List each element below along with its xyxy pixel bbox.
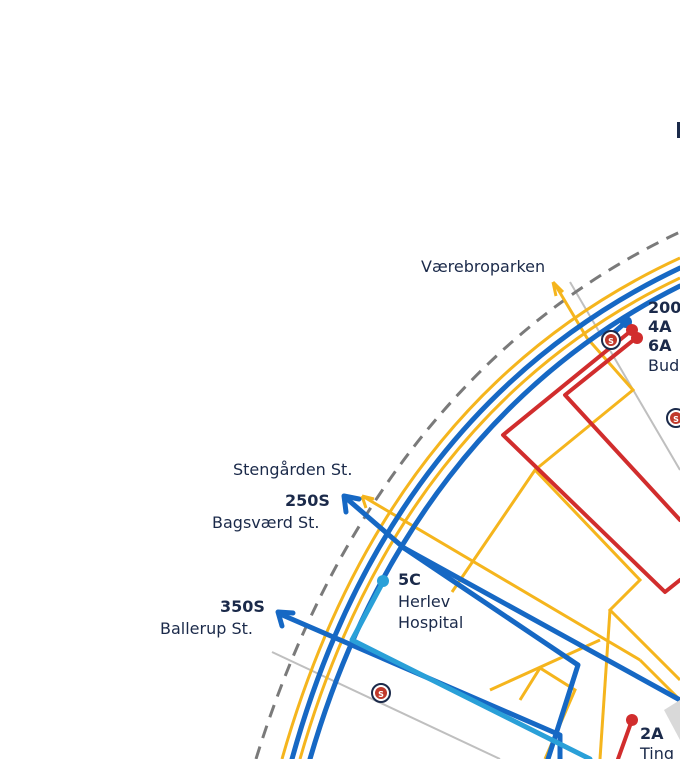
grey-road-1 [569,281,680,471]
label-route-5c[interactable]: 5C [398,570,421,589]
label-ting[interactable]: Ting [640,744,675,759]
red-route-6a [563,336,680,522]
label-route-350s[interactable]: 350S [220,597,265,616]
svg-text:S: S [673,415,679,424]
label-route-2a[interactable]: 2A [640,724,664,743]
yellow-arrow-vaerebroparken [551,280,565,297]
cyan-route-5c-line [349,579,593,759]
label-herlev[interactable]: Herlev [398,592,451,611]
yellow-inner-c [598,609,612,759]
blue-ring-outer [289,265,680,759]
yellow-ring-outer [280,256,680,759]
area-fragment [664,700,680,740]
yellow-inner-a [450,467,680,682]
blue-arrow-250s [341,493,362,515]
red-route-2a [616,718,634,759]
blue-route-350s [277,611,563,759]
label-stengarden[interactable]: Stengården St. [233,460,353,479]
dot-6a [631,332,643,344]
label-route-200[interactable]: 200 [648,298,680,317]
yellow-ring-inner [298,276,680,759]
blue-route-250s [343,495,581,759]
label-bud[interactable]: Bud [648,356,680,375]
label-vaerebroparken[interactable]: Værebroparken [421,257,546,276]
dot-2a [626,714,638,726]
red-routes [501,328,680,759]
svg-text:S: S [378,690,384,699]
edge-mark [677,122,680,138]
svg-text:S: S [608,337,614,346]
blue-routes [275,265,680,759]
yellow-inner-d [638,658,680,702]
red-route-4a [501,328,680,594]
label-route-4a[interactable]: 4A [648,317,672,336]
s-train-icon[interactable]: S [601,330,621,350]
label-hospital[interactable]: Hospital [398,613,464,632]
s-train-icon[interactable]: S [371,683,391,703]
dot-5c [377,575,389,587]
blue-arrow-350s [275,609,296,629]
cyan-route-5c [349,579,593,759]
yellow-branch-stengarden [363,495,641,662]
ring-boundary-dashed [254,230,680,759]
s-train-icon[interactable]: S [666,408,680,428]
label-route-250s[interactable]: 250S [285,491,330,510]
blue-route-diagonal [401,545,680,703]
label-route-6a[interactable]: 6A [648,336,672,355]
label-ballerup[interactable]: Ballerup St. [160,619,253,638]
yellow-arrow-stengarden [360,494,375,509]
blue-ring-inner [307,283,680,759]
yellow-branch-vaerebroparken [534,285,636,472]
label-bagsvaerd[interactable]: Bagsværd St. [212,513,320,532]
